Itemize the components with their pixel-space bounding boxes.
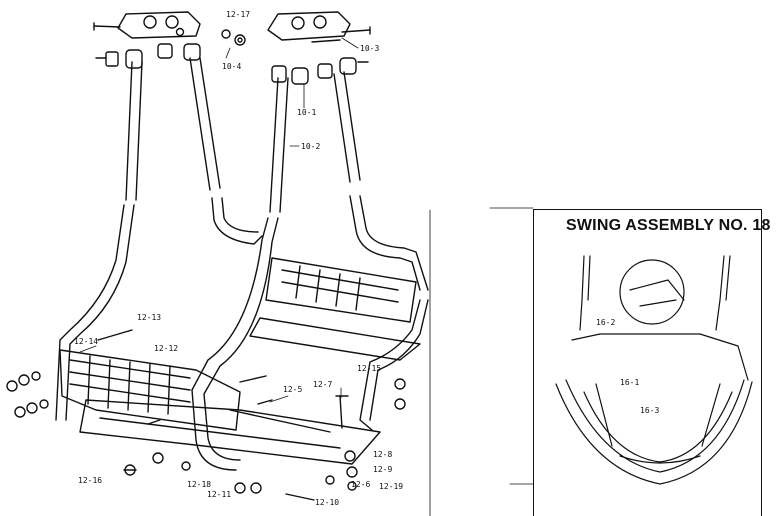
part-label-12-7: 12-7	[313, 380, 333, 389]
part-label-12-10: 12-10	[315, 498, 340, 507]
hardware-left	[6, 329, 191, 476]
part-label-12-14: 12-14	[74, 337, 99, 346]
part-label-16-3: 16-3	[640, 406, 660, 415]
hardware-right	[234, 375, 406, 501]
bushings-top	[95, 43, 369, 85]
floor-board-12-5	[79, 317, 421, 465]
part-label-10-1: 10-1	[297, 108, 317, 117]
part-label-16-2: 16-2	[596, 318, 616, 327]
part-label-12-5: 12-5	[283, 385, 303, 394]
hanger-bracket-right	[267, 11, 371, 43]
part-label-10-3: 10-3	[360, 44, 380, 53]
nut-12-17	[221, 29, 246, 46]
seat-12-15	[265, 257, 417, 323]
hanger-bracket-left	[93, 11, 201, 39]
inset-swing-seat	[555, 255, 753, 485]
part-label-12-8: 12-8	[373, 450, 393, 459]
leader-lines	[79, 37, 359, 403]
swing-frame-right	[191, 71, 429, 471]
part-label-10-4: 10-4	[222, 62, 242, 71]
inset-title: SWING ASSEMBLY NO. 18	[566, 217, 771, 234]
part-label-12-13: 12-13	[137, 313, 162, 322]
seat-back-12-12	[59, 349, 241, 431]
part-label-16-1: 16-1	[620, 378, 640, 387]
part-label-12-19: 12-19	[379, 482, 404, 491]
part-label-12-16: 12-16	[78, 476, 103, 485]
part-label-12-17: 12-17	[226, 10, 251, 19]
part-label-12-18: 12-18	[187, 480, 212, 489]
inset-panel-frame	[533, 209, 762, 516]
part-label-10-2: 10-2	[301, 142, 321, 151]
part-label-12-9: 12-9	[373, 465, 393, 474]
part-label-12-6: 12-6	[351, 480, 371, 489]
part-label-12-12: 12-12	[154, 344, 179, 353]
part-label-12-11: 12-11	[207, 490, 232, 499]
swing-frame-left	[55, 57, 263, 421]
part-label-12-15: 12-15	[357, 364, 382, 373]
